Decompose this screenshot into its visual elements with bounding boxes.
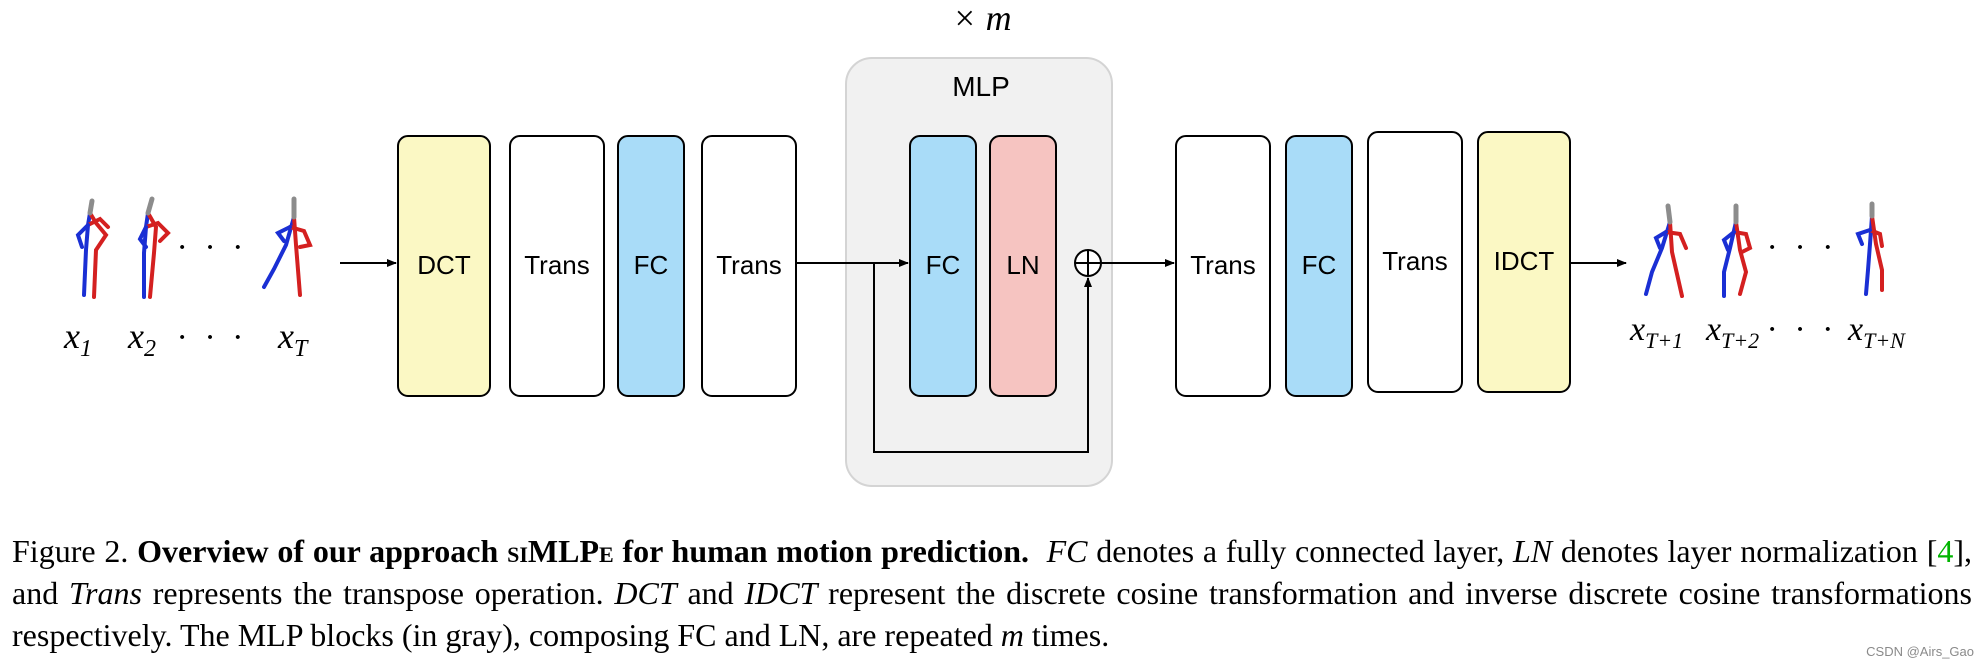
input-label-x1: x1 — [63, 316, 92, 362]
caption-title: Overview of our approach siMLPe for huma… — [137, 533, 1030, 569]
input-label-ellipsis: · · · — [177, 319, 248, 356]
fc-block-2: FC — [1285, 135, 1353, 397]
fc-block-1: FC — [617, 135, 685, 397]
output-label-xT1: xT+1 — [1629, 311, 1683, 353]
svg-text:FC: FC — [926, 250, 961, 280]
output-ellipsis: · · · — [1767, 229, 1838, 266]
mlp-block-container — [845, 57, 1113, 487]
svg-text:Trans: Trans — [524, 250, 590, 280]
figure-label: Figure 2. — [12, 533, 129, 569]
residual-add-icon — [1074, 249, 1102, 277]
output-label-xTN: xT+N — [1847, 311, 1906, 353]
output-pose-2-icon — [1721, 203, 1753, 298]
ln-block-mlp: LN — [989, 135, 1057, 397]
input-pose-2-icon — [137, 196, 171, 299]
input-pose-1-icon — [75, 198, 110, 299]
output-pose-3-icon — [1855, 201, 1884, 296]
architecture-diagram: × m MLP · · · x1 x2 · · · xT DCT — [63, 0, 1906, 487]
input-label-x2: x2 — [127, 316, 156, 362]
svg-text:Trans: Trans — [1382, 246, 1448, 276]
watermark: CSDN @Airs_Gao — [1866, 644, 1974, 659]
svg-text:LN: LN — [1006, 250, 1039, 280]
fc-block-mlp: FC — [909, 135, 977, 397]
trans-block-4: Trans — [1367, 131, 1463, 393]
input-pose-3-icon — [262, 196, 313, 297]
svg-text:Trans: Trans — [716, 250, 782, 280]
output-pose-1-icon — [1644, 203, 1688, 298]
svg-text:FC: FC — [1302, 250, 1337, 280]
trans-block-2: Trans — [701, 135, 797, 397]
idct-block: IDCT — [1477, 131, 1571, 393]
svg-text:Trans: Trans — [1190, 250, 1256, 280]
svg-text:FC: FC — [634, 250, 669, 280]
output-label-ellipsis: · · · — [1767, 311, 1838, 348]
svg-text:DCT: DCT — [417, 250, 471, 280]
input-ellipsis: · · · — [177, 229, 248, 266]
svg-text:IDCT: IDCT — [1494, 246, 1555, 276]
figure-caption: Figure 2. Overview of our approach siMLP… — [12, 533, 1973, 653]
trans-block-1: Trans — [509, 135, 605, 397]
trans-block-3: Trans — [1175, 135, 1271, 397]
input-label-xT: xT — [277, 316, 309, 362]
repeat-label: × m — [952, 0, 1011, 38]
skip-connection — [873, 263, 1092, 453]
mlp-title: MLP — [952, 71, 1010, 102]
citation-link[interactable]: 4 — [1937, 533, 1954, 569]
dct-block: DCT — [397, 135, 491, 397]
output-label-xT2: xT+2 — [1705, 311, 1759, 353]
